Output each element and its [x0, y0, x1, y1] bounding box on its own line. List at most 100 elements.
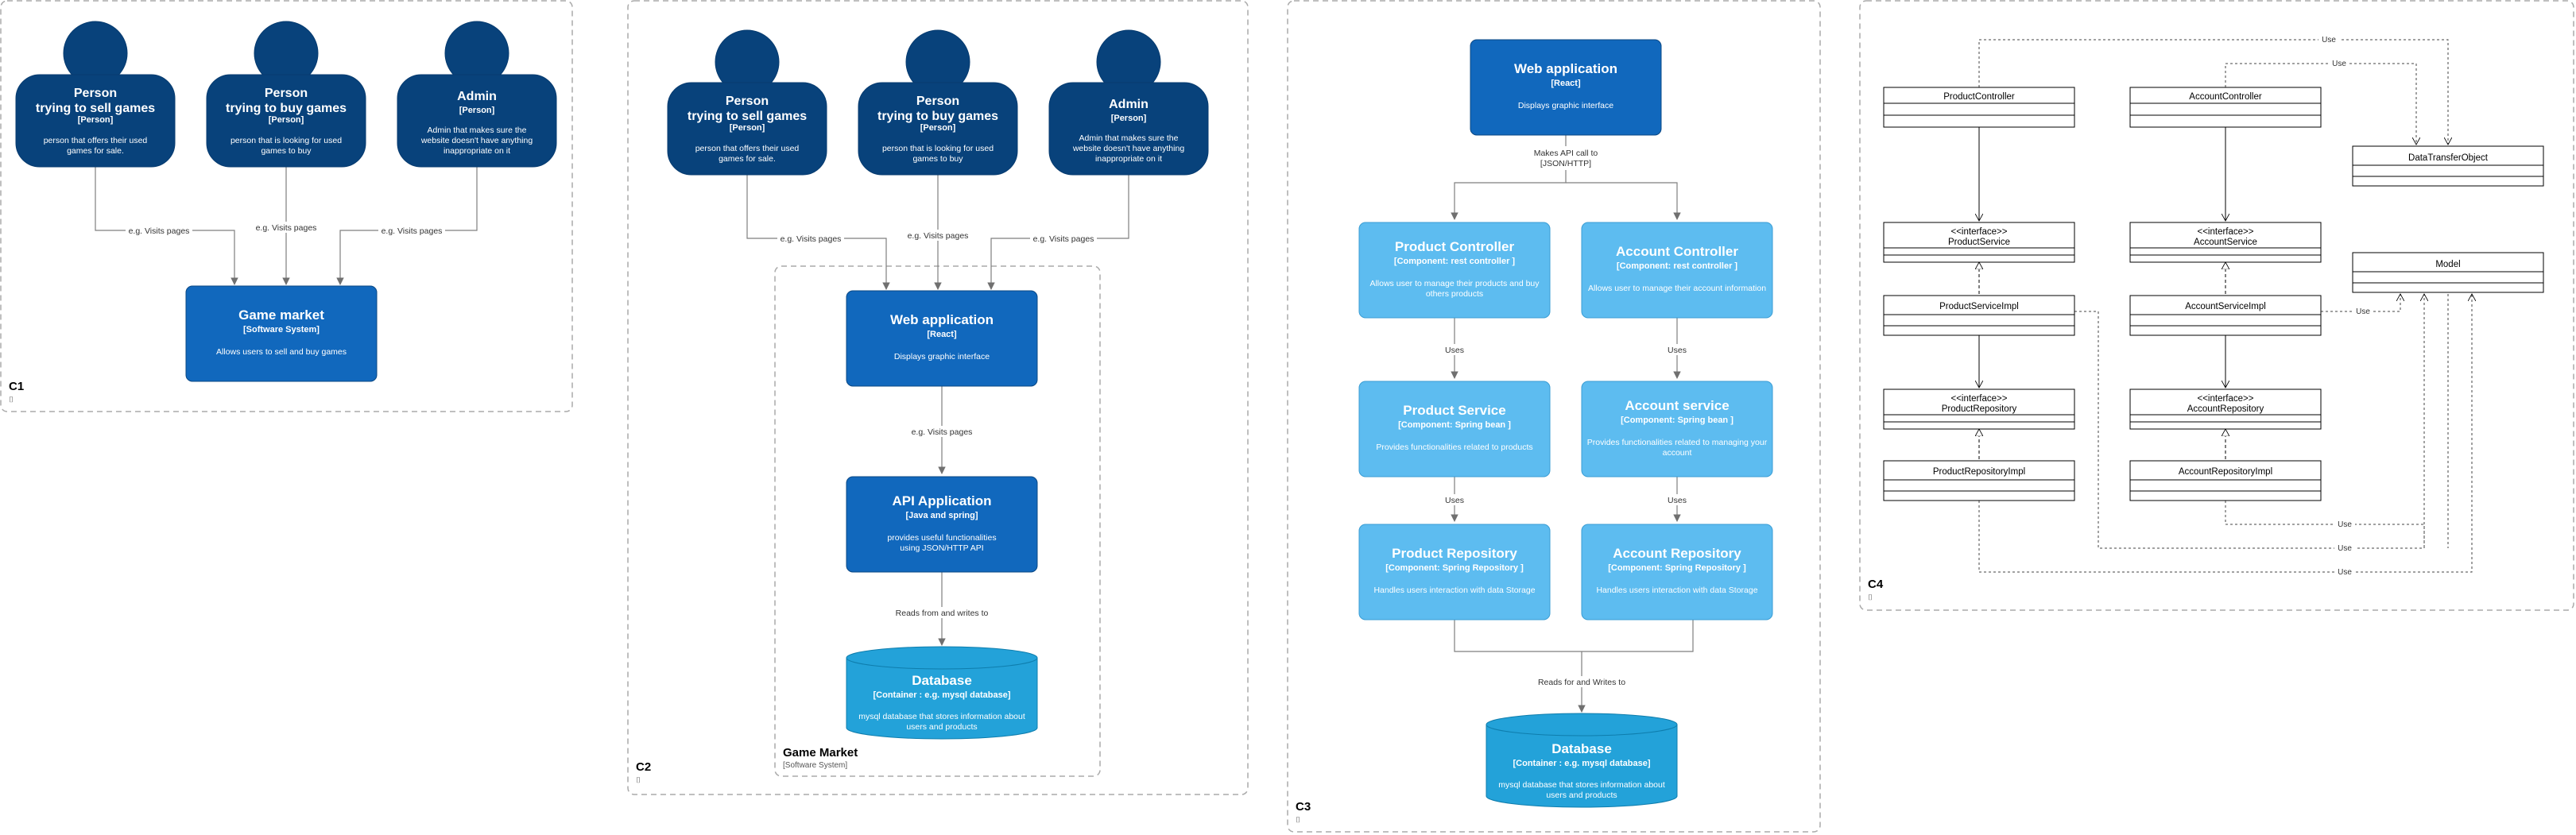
c2-api-application[interactable]: API Application [Java and spring] provid… — [846, 476, 1038, 573]
container-title: API Application — [893, 493, 992, 508]
component-desc: Provides functionalities related to mana… — [1587, 438, 1768, 447]
person-desc: games to buy — [261, 146, 312, 156]
edge-label: e.g. Visits pages — [256, 223, 317, 233]
class-product-service-impl[interactable]: ProductServiceImpl — [1883, 295, 2075, 336]
person-desc: website doesn't have anything — [1072, 144, 1185, 153]
person-title: Person — [916, 95, 959, 108]
c2-web-application[interactable]: Web application [React] Displays graphic… — [846, 290, 1038, 387]
class-name: AccountRepository — [2187, 404, 2264, 414]
edge-label: e.g. Visits pages — [912, 427, 973, 437]
use-label: Use — [2338, 544, 2352, 553]
component-tech: [Component: rest controller ] — [1394, 257, 1516, 266]
component-title: Account Controller — [1616, 244, 1738, 259]
frame-c1: C1 ⌷ — [0, 0, 573, 412]
component-title: Product Repository — [1392, 546, 1517, 561]
boundary-sub: [Software System] — [783, 761, 847, 770]
class-account-service-impl[interactable]: AccountServiceImpl — [2129, 295, 2322, 336]
person-title: trying to buy games — [877, 110, 998, 123]
component-desc: Handles users interaction with data Stor… — [1373, 586, 1535, 595]
frame-marker: ⌷ — [636, 776, 641, 785]
class-data-transfer-object[interactable]: DataTransferObject — [2352, 145, 2544, 187]
c2-person-buyer[interactable]: Person trying to buy games [Person] pers… — [858, 29, 1018, 176]
db-desc: mysql database that stores information a… — [858, 712, 1025, 721]
frame-label: C3 — [1296, 800, 1311, 814]
class-name: AccountService — [2194, 238, 2257, 247]
class-name: AccountServiceImpl — [2185, 302, 2266, 311]
component-title: Account Repository — [1613, 546, 1741, 561]
class-product-repository-impl[interactable]: ProductRepositoryImpl — [1883, 460, 2075, 501]
class-product-service[interactable]: <<interface>> ProductService — [1883, 222, 2075, 263]
class-account-controller[interactable]: AccountController — [2129, 87, 2322, 128]
container-tech: [React] — [1551, 79, 1581, 88]
frame-label: C1 — [9, 380, 24, 393]
db-desc: users and products — [906, 722, 977, 732]
container-desc: Displays graphic interface — [1518, 101, 1613, 110]
person-desc: inappropriate on it — [444, 146, 510, 156]
person-desc: website doesn't have anything — [420, 136, 533, 145]
use-label: Use — [2338, 568, 2352, 577]
frame-c2: C2 ⌷ — [627, 0, 1249, 795]
class-product-repository[interactable]: <<interface>> ProductRepository — [1883, 389, 2075, 430]
c2-person-admin[interactable]: Admin [Person] Admin that makes sure the… — [1048, 29, 1209, 176]
c3-product-controller[interactable]: Product Controller [Component: rest cont… — [1358, 222, 1551, 319]
c1-person-seller[interactable]: Person trying to sell games [Person] per… — [15, 21, 176, 168]
person-desc: person that offers their used — [695, 144, 800, 153]
use-label: Use — [2338, 520, 2352, 529]
system-title: Game market — [238, 307, 324, 323]
component-desc: Provides functionalities related to prod… — [1376, 443, 1532, 452]
class-account-repository-impl[interactable]: AccountRepositoryImpl — [2129, 460, 2322, 501]
person-title: Person — [726, 95, 769, 108]
c3-account-service[interactable]: Account service [Component: Spring bean … — [1581, 381, 1773, 477]
edge-label: Uses — [1445, 496, 1464, 505]
frame-marker: ⌷ — [1868, 593, 1873, 602]
class-product-controller[interactable]: ProductController — [1883, 87, 2075, 128]
class-account-service[interactable]: <<interface>> AccountService — [2129, 222, 2322, 263]
edge-label: Uses — [1445, 346, 1464, 355]
c1-game-market-system[interactable]: Game market [Software System] Allows use… — [185, 285, 378, 382]
person-title: Admin — [1109, 98, 1149, 111]
frame-marker: ⌷ — [9, 396, 14, 404]
person-desc: person that is looking for used — [230, 136, 342, 145]
db-tech: [Container : e.g. mysql database] — [1513, 759, 1651, 768]
edge-label: e.g. Visits pages — [129, 226, 190, 236]
person-title: Admin — [457, 90, 497, 103]
class-account-repository[interactable]: <<interface>> AccountRepository — [2129, 389, 2322, 430]
person-desc: Admin that makes sure the — [428, 126, 527, 135]
c1-person-buyer[interactable]: Person trying to buy games [Person] pers… — [206, 21, 366, 168]
person-title: trying to sell games — [36, 102, 155, 115]
edge-label: e.g. Visits pages — [382, 226, 443, 236]
c1-person-admin[interactable]: Admin [Person] Admin that makes sure the… — [397, 21, 557, 168]
c2-person-seller[interactable]: Person trying to sell games [Person] per… — [667, 29, 827, 176]
c3-account-repository[interactable]: Account Repository [Component: Spring Re… — [1581, 524, 1773, 620]
component-desc: Allows user to manage their products and… — [1369, 279, 1540, 288]
c2-database[interactable]: Database [Container : e.g. mysql databas… — [846, 646, 1038, 740]
class-model[interactable]: Model — [2352, 252, 2544, 293]
system-tech: [Software System] — [243, 325, 320, 334]
person-title: Person — [74, 87, 117, 100]
c3-web-application[interactable]: Web application [React] Displays graphic… — [1470, 39, 1662, 136]
edge-label: [JSON/HTTP] — [1540, 159, 1591, 168]
system-desc: Allows users to sell and buy games — [216, 347, 347, 357]
edge-label: Uses — [1668, 346, 1687, 355]
person-title: trying to buy games — [226, 102, 347, 115]
db-title: Database — [912, 673, 972, 688]
frame-c4: C4 ⌷ — [1859, 0, 2574, 611]
c3-product-repository[interactable]: Product Repository [Component: Spring Re… — [1358, 524, 1551, 620]
class-stereotype: <<interface>> — [1951, 394, 2008, 404]
component-desc: account — [1663, 448, 1692, 458]
edge-label: Makes API call to — [1534, 149, 1598, 158]
class-name: AccountRepositoryImpl — [2179, 467, 2272, 477]
edge-label: Reads from and writes to — [896, 609, 989, 618]
db-desc: users and products — [1546, 791, 1617, 800]
c4-realizations — [1979, 262, 2225, 459]
c3-account-controller[interactable]: Account Controller [Component: rest cont… — [1581, 222, 1773, 319]
class-stereotype: <<interface>> — [2198, 394, 2254, 404]
component-tech: [Component: Spring bean ] — [1398, 420, 1511, 430]
c3-product-service[interactable]: Product Service [Component: Spring bean … — [1358, 381, 1551, 477]
person-title: trying to sell games — [688, 110, 807, 123]
component-tech: [Component: Spring Repository ] — [1385, 563, 1524, 573]
class-name: ProductServiceImpl — [1939, 302, 2019, 311]
person-desc: person that is looking for used — [882, 144, 994, 153]
c3-database[interactable]: Database [Container : e.g. mysql databas… — [1486, 713, 1678, 808]
container-title: Web application — [1514, 61, 1617, 76]
